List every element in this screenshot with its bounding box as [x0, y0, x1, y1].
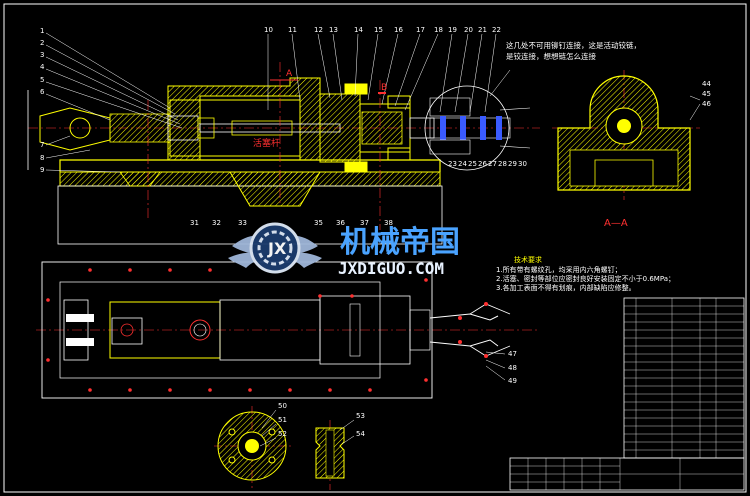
- part-number: 19: [448, 26, 457, 34]
- part-number: 53: [356, 412, 365, 420]
- drawing-border: [3, 3, 747, 493]
- tech-req-line: 2.活塞、密封等部位应密封良好安装固定不小于0.6MPa；: [496, 274, 675, 283]
- part-number: 22: [492, 26, 501, 34]
- part-number: 28: [498, 160, 507, 168]
- part-number: 20: [464, 26, 473, 34]
- left-part-numbers: 1 2 3 4 5 6 7 8 9: [40, 27, 45, 174]
- part-number: 29: [508, 160, 517, 168]
- part-number: 27: [488, 160, 497, 168]
- part-number: 18: [434, 26, 443, 34]
- part-number: 23: [448, 160, 457, 168]
- watermark-emblem-letters: JX: [267, 239, 287, 258]
- part-number: 46: [702, 100, 711, 108]
- section-marker-b: B: [381, 83, 387, 93]
- front-view: [27, 62, 540, 245]
- technical-requirements: 技术要求 1.所有带有螺纹孔，均采用内六角螺钉； 2.活塞、密封等部位应密封良好…: [496, 255, 675, 292]
- part-number: 9: [40, 166, 44, 174]
- section-marker-a: A: [286, 69, 293, 79]
- part-number: 49: [508, 377, 517, 385]
- watermark-logo: JX: [228, 222, 322, 274]
- part-number: 17: [416, 26, 425, 34]
- plan-bolt-holes: [46, 268, 428, 392]
- plan-part-numbers: 47 48 49: [508, 350, 517, 385]
- detail-bushing: [315, 419, 355, 490]
- part-number: 16: [394, 26, 403, 34]
- part-number: 5: [40, 76, 44, 84]
- part-number: 45: [702, 90, 711, 98]
- part-number: 3: [40, 51, 44, 59]
- watermark-en: JXDIGUO.COM: [338, 259, 444, 278]
- detail-disc: [214, 406, 292, 488]
- part-number: 35: [314, 219, 323, 227]
- tech-req-line: 3.各加工表面不得有划痕，内部缺陷应修整。: [496, 283, 636, 292]
- part-number: 10: [264, 26, 273, 34]
- left-leader-lines: [45, 32, 183, 173]
- part-number: 44: [702, 80, 711, 88]
- tech-req-line: 1.所有带有螺纹孔，均采用内六角螺钉；: [496, 265, 622, 274]
- part-number: 48: [508, 364, 517, 372]
- part-number: 38: [384, 219, 393, 227]
- part-number: 25: [468, 160, 477, 168]
- part-number: 36: [336, 219, 345, 227]
- part-number: 13: [329, 26, 338, 34]
- detail-view-circle: [424, 69, 531, 171]
- part-number: 24: [458, 160, 467, 168]
- part-number: 37: [360, 219, 369, 227]
- detail-note: 这几处不可用铆钉连接，这是活动铰链，是铰连接，想想链怎么连接: [506, 41, 641, 61]
- part-number: 51: [278, 416, 287, 424]
- part-number: 47: [508, 350, 517, 358]
- part-number: 4: [40, 63, 45, 71]
- part-number: 33: [238, 219, 247, 227]
- section-label: A—A: [604, 218, 628, 229]
- part-number: 8: [40, 154, 44, 162]
- part-number: 50: [278, 402, 287, 410]
- detail-part-numbers: 23 24 25 26 27 28 29 30: [448, 160, 527, 168]
- part-number: 12: [314, 26, 323, 34]
- top-part-numbers: 10 11 12 13 14 15 16 17 18 19 20 21 22: [264, 26, 501, 34]
- part-number: 2: [40, 39, 44, 47]
- detail-part-numbers-bottom: 50 51 52 53 54: [278, 402, 365, 438]
- part-number: 14: [354, 26, 363, 34]
- part-number: 30: [518, 160, 527, 168]
- part-number: 7: [40, 141, 44, 149]
- right-view-part-numbers: 44 45 46: [702, 80, 711, 108]
- part-number: 6: [40, 88, 45, 96]
- part-number: 1: [40, 27, 44, 35]
- bottom-part-numbers: 31 32 33 35 36 37 38: [190, 219, 393, 227]
- tech-req-title: 技术要求: [514, 255, 542, 264]
- section-view-a-a: [552, 70, 701, 200]
- watermark-cn: 机械帝国: [340, 225, 460, 260]
- title-block: [509, 297, 745, 491]
- piston-rod-callout: 活塞杆: [253, 137, 280, 149]
- part-number: 11: [288, 26, 297, 34]
- part-number: 52: [278, 430, 287, 438]
- detail-note-box: 这几处不可用铆钉连接，这是活动铰链，是铰连接，想想链怎么连接: [506, 41, 641, 61]
- part-number: 54: [356, 430, 365, 438]
- part-number: 26: [478, 160, 487, 168]
- plan-view: [36, 261, 540, 399]
- part-number: 32: [212, 219, 221, 227]
- part-number: 31: [190, 219, 199, 227]
- part-number: 21: [478, 26, 487, 34]
- part-number: 15: [374, 26, 383, 34]
